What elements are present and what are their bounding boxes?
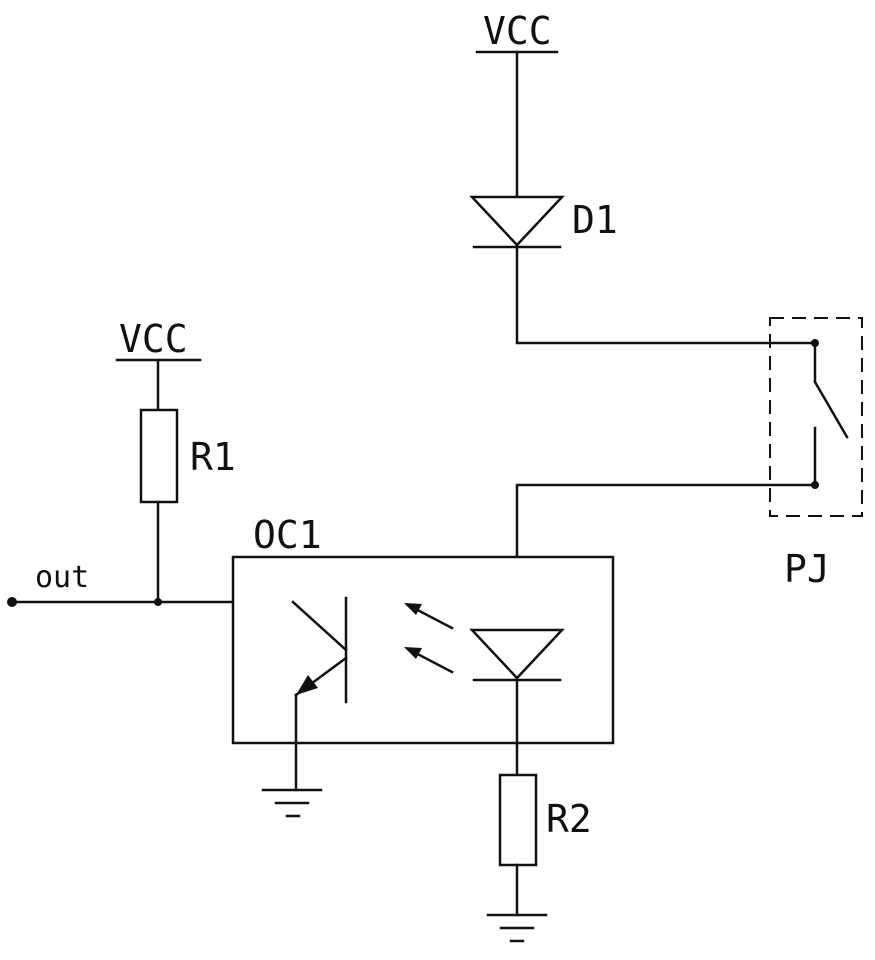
vcc-left-supply: VCC bbox=[115, 317, 202, 362]
d1-label: D1 bbox=[572, 198, 618, 242]
diode-d1: D1 bbox=[469, 195, 618, 249]
vcc-top-label: VCC bbox=[483, 9, 552, 53]
vcc-left-label: VCC bbox=[119, 317, 188, 361]
wire-d1-to-relay bbox=[515, 245, 817, 345]
oc1-label: OC1 bbox=[253, 513, 322, 557]
light-emission-arrows bbox=[404, 603, 454, 674]
ground-right bbox=[486, 913, 548, 943]
resistor-r2: R2 bbox=[498, 773, 592, 867]
vcc-top-supply: VCC bbox=[475, 9, 559, 54]
pj-label: PJ bbox=[784, 547, 830, 591]
phototransistor bbox=[291, 596, 348, 792]
r2-label: R2 bbox=[546, 797, 592, 841]
out-terminal: out bbox=[7, 560, 295, 607]
resistor-r1: R1 bbox=[139, 408, 236, 504]
relay-pj: PJ bbox=[769, 317, 863, 591]
r1-label: R1 bbox=[190, 435, 236, 479]
ground-left bbox=[261, 788, 323, 818]
out-label: out bbox=[35, 560, 89, 595]
optocoupler-oc1: OC1 bbox=[231, 513, 615, 792]
